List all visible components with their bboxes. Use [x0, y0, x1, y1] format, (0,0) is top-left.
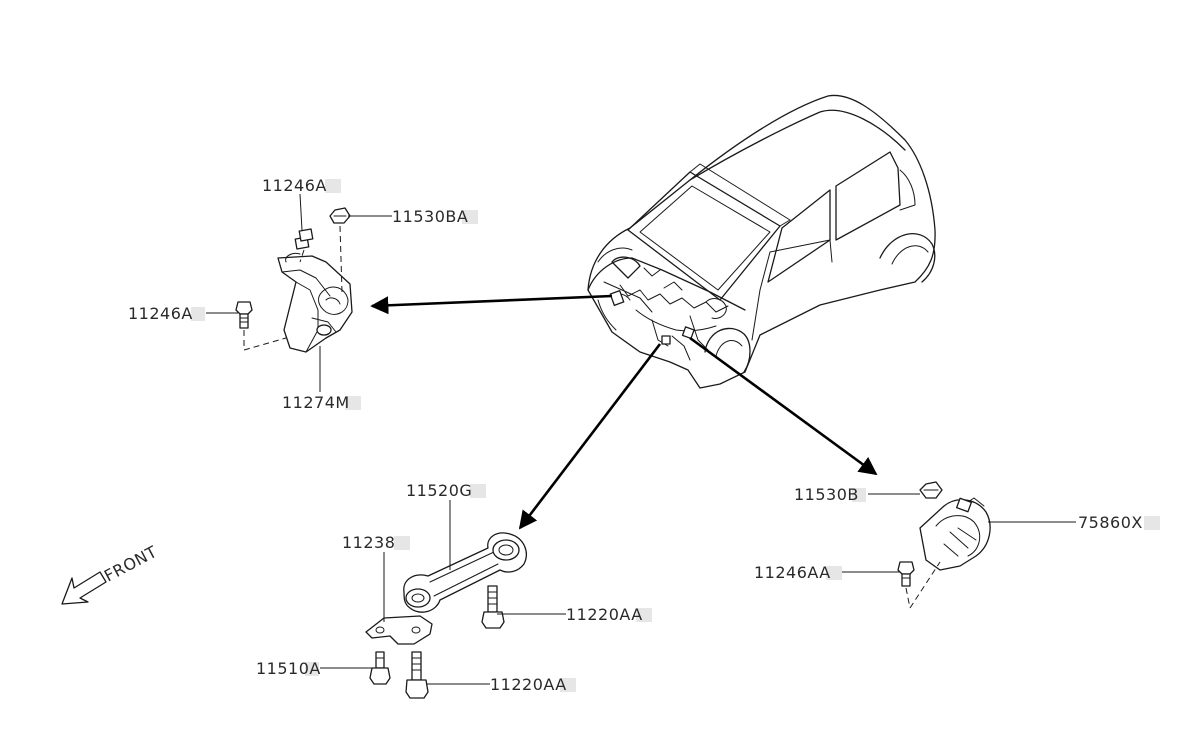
label-11510A: 11510A: [256, 659, 321, 678]
callout-arrows: [370, 294, 878, 530]
nut-11530BA: [329, 207, 351, 293]
leader-lines: [206, 193, 1076, 685]
label-11246A-left: 11246A: [128, 304, 193, 323]
bracket-11238: [365, 615, 433, 645]
bolt-11220AA-b: [405, 651, 429, 699]
arrow-to-upper-mount: [370, 294, 613, 315]
label-11246AA: 11246AA: [754, 563, 831, 582]
bolt-11246A-top: [294, 228, 314, 263]
nut-11530B: [919, 481, 943, 499]
label-11238: 11238: [342, 533, 395, 552]
label-11274M: 11274M: [282, 393, 350, 412]
label-11220AA-a: 11220AA: [566, 605, 643, 624]
label-11530B: 11530B: [794, 485, 859, 504]
bolt-11510A: [369, 651, 391, 685]
label-11246A-top: 11246A: [262, 176, 327, 195]
torque-rod-assembly: [365, 532, 527, 699]
front-arrow-icon: [61, 571, 107, 605]
bolt-11220AA-a: [481, 585, 505, 629]
label-front: FRONT: [101, 542, 160, 586]
label-11520G: 11520G: [406, 481, 472, 500]
arrow-to-torque-rod: [518, 343, 662, 530]
engine-mount-assembly: [235, 207, 353, 353]
label-75860X: 75860X: [1078, 513, 1143, 532]
rear-mount-assembly: [897, 481, 991, 609]
bolt-11246A-left: [235, 301, 287, 351]
part-labels: 11246A 11530BA 11246A 11274M 11520G 1123…: [128, 176, 1160, 694]
bolt-11246AA: [897, 561, 941, 609]
front-direction-indicator: FRONT: [61, 542, 160, 605]
arrow-to-rear-mount: [689, 336, 878, 476]
car-illustration: [587, 94, 936, 389]
label-11220AA-b: 11220AA: [490, 675, 567, 694]
label-11530BA: 11530BA: [392, 207, 468, 226]
